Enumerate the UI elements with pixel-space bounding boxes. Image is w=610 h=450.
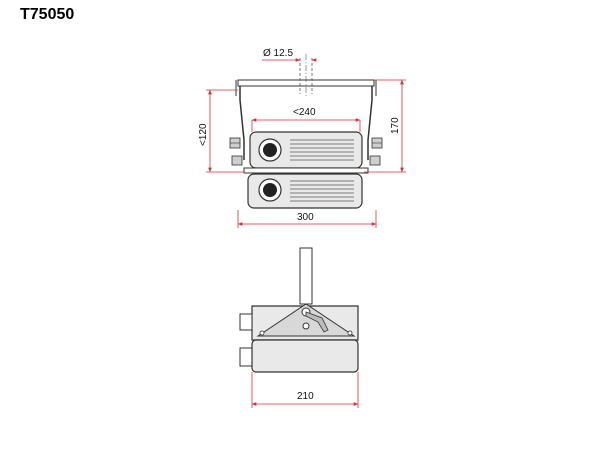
- front-dimensions: [206, 58, 406, 228]
- yoke-arm-left: [239, 86, 245, 160]
- upper-vent-lines: [290, 139, 354, 161]
- side-yoke-plate: [256, 303, 356, 337]
- front-view: [229, 54, 383, 209]
- tilt-handle-icon: [305, 311, 329, 333]
- knob-right-lower: [369, 155, 381, 166]
- knob-left-upper: [229, 137, 241, 149]
- side-dimensions: [251, 372, 359, 408]
- product-code-title: T75050: [20, 6, 75, 23]
- side-rear-stub-upper: [239, 313, 253, 331]
- knob-left-lower: [231, 155, 243, 166]
- side-lower-housing: [251, 339, 359, 373]
- dim-total-width: 300: [297, 212, 314, 223]
- dim-inner-width: <240: [293, 107, 316, 118]
- dim-pipe-diameter: Ø 12.5: [263, 48, 293, 59]
- dim-side-width: 210: [297, 391, 314, 402]
- knob-right-upper: [371, 137, 383, 149]
- lower-vent-lines: [290, 180, 354, 202]
- side-view: [239, 247, 359, 373]
- yoke-arm-right: [367, 86, 373, 160]
- dim-side-height-left: <120: [198, 123, 209, 146]
- side-rear-stub-lower: [239, 347, 253, 367]
- dim-total-height-right: 170: [390, 117, 401, 134]
- side-mounting-pipe: [299, 247, 313, 305]
